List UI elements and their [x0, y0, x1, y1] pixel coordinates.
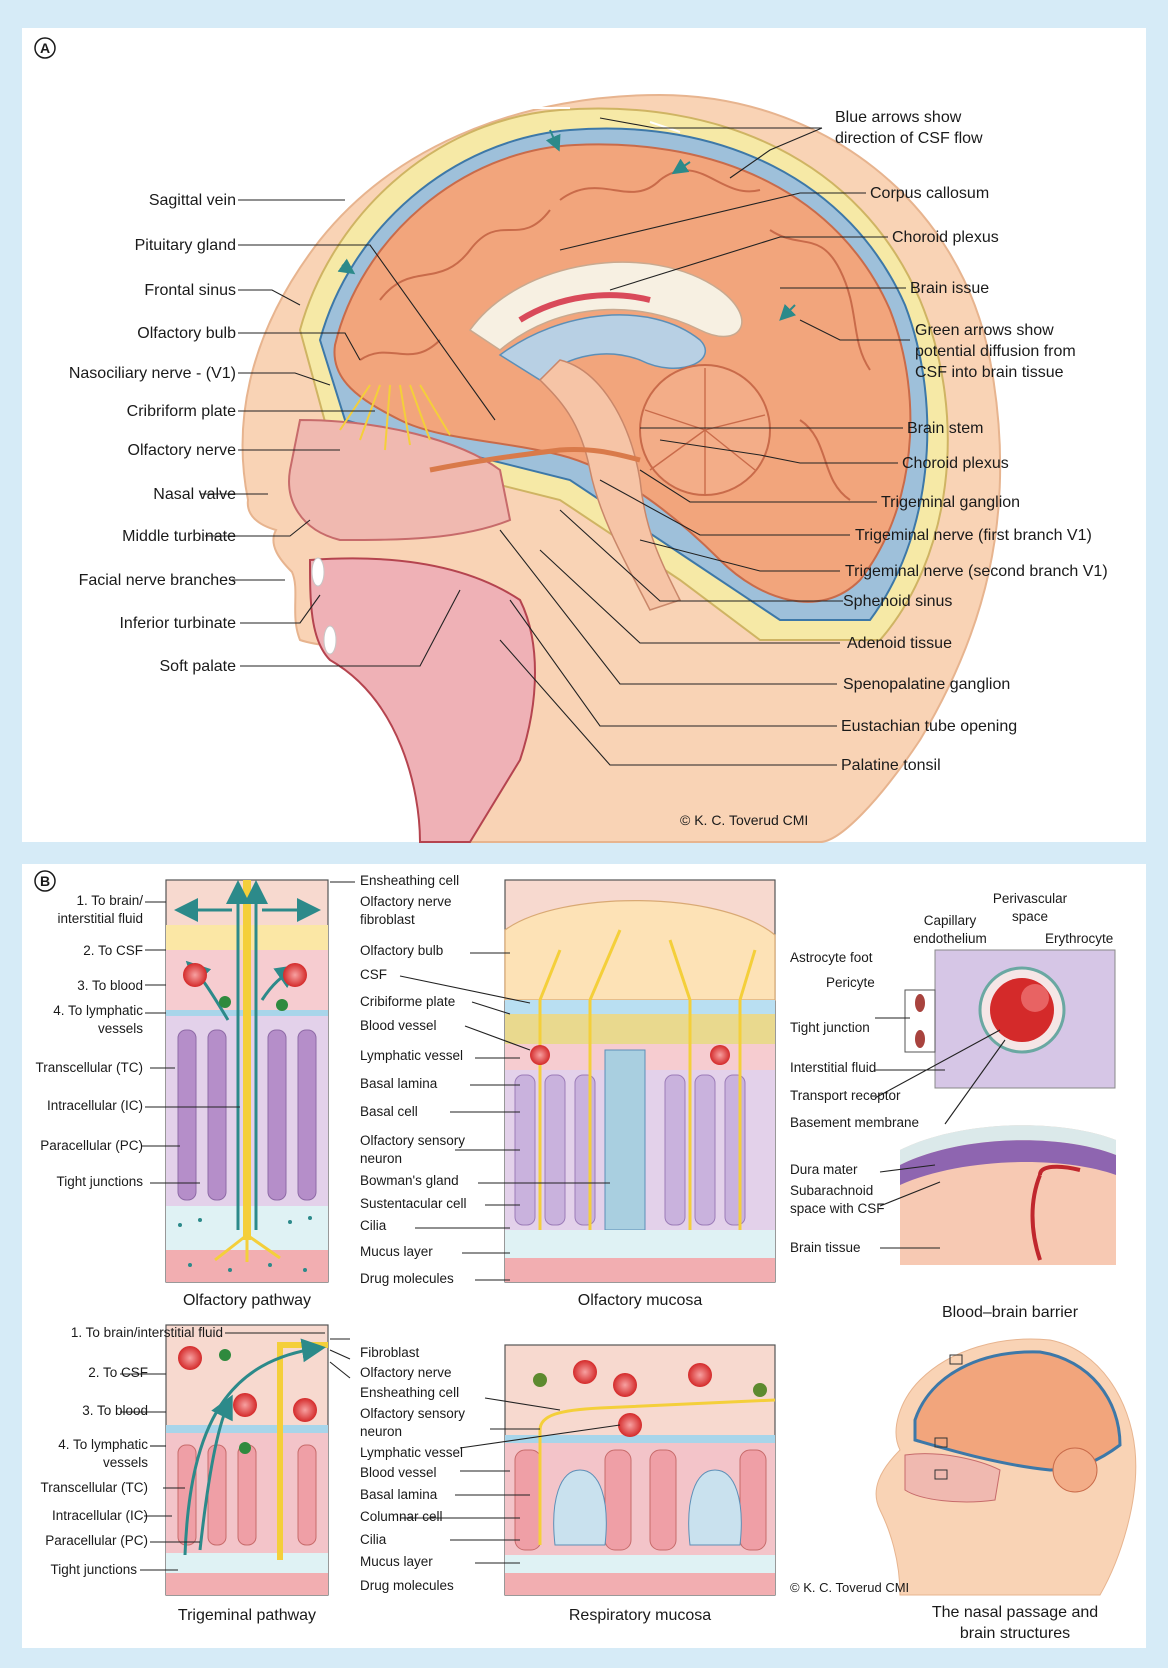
label-a-sphenoid-sinus: Sphenoid sinus	[843, 593, 952, 610]
caption-olfactory-pathway: Olfactory pathway	[183, 1292, 311, 1309]
label-a-trigeminal-nerve-first-branch-v1: Trigeminal nerve (first branch V1)	[855, 527, 1092, 544]
label-bbb-pericyte: Pericyte	[826, 975, 875, 990]
label-olf-mid-cribiforme-plate: Cribiforme plate	[360, 994, 455, 1009]
respiratory-mucosa-diagram	[505, 1345, 775, 1595]
label-a-nasal-valve: Nasal valve	[153, 486, 236, 503]
label-bbb-astrocyte-foot: Astrocyte foot	[790, 950, 873, 965]
label-a-palatine-tonsil: Palatine tonsil	[841, 757, 941, 774]
label-a-nasociliary-nerve-v1: Nasociliary nerve - (V1)	[69, 365, 236, 382]
label-olf-left-intracellular-ic: Intracellular (IC)	[47, 1098, 143, 1113]
label-resp-mid-cilia: Cilia	[360, 1532, 387, 1547]
label-a-choroid-plexus: Choroid plexus	[902, 455, 1009, 472]
label-trig-left-transcellular-tc: Transcellular (TC)	[40, 1480, 148, 1495]
label-olf-mid-sustentacular-cell: Sustentacular cell	[360, 1196, 467, 1211]
label-a-olfactory-bulb: Olfactory bulb	[137, 325, 236, 342]
label-a-trigeminal-nerve-second-branch-v1: Trigeminal nerve (second branch V1)	[845, 563, 1108, 580]
label-olf-mid-drug-molecules: Drug molecules	[360, 1271, 454, 1286]
panel-a-letter-text: A	[40, 40, 50, 56]
label-trig-left-tight-junctions: Tight junctions	[50, 1562, 137, 1577]
trigeminal-pathway-diagram	[166, 1325, 328, 1595]
label-olf-mid-mucus-layer: Mucus layer	[360, 1244, 433, 1259]
label-olf-mid-basal-cell: Basal cell	[360, 1104, 418, 1119]
caption-blood-brain-barrier: Blood–brain barrier	[942, 1304, 1079, 1321]
label-bbb-interstitial-fluid: Interstitial fluid	[790, 1060, 876, 1075]
label-resp-mid-mucus-layer: Mucus layer	[360, 1554, 433, 1569]
label-olf-mid-blood-vessel: Blood vessel	[360, 1018, 437, 1033]
label-olf-mid-cilia: Cilia	[360, 1218, 387, 1233]
label-a-spenopalatine-ganglion: Spenopalatine ganglion	[843, 676, 1010, 693]
label-a-middle-turbinate: Middle turbinate	[122, 528, 236, 545]
label-resp-mid-lymphatic-vessel: Lymphatic vessel	[360, 1445, 463, 1460]
label-resp-mid-fibroblast: Fibroblast	[360, 1345, 420, 1360]
label-trig-left-1-to-brain-interstitial-fluid: 1. To brain/interstitial fluid	[71, 1325, 223, 1340]
label-bbb-brain-tissue: Brain tissue	[790, 1240, 861, 1255]
label-a-soft-palate: Soft palate	[160, 658, 237, 675]
label-olf-mid-olfactory-bulb: Olfactory bulb	[360, 943, 443, 958]
label-a-frontal-sinus: Frontal sinus	[144, 282, 236, 299]
label-a-brain-stem: Brain stem	[907, 420, 983, 437]
label-olf-left-paracellular-pc: Paracellular (PC)	[40, 1138, 143, 1153]
label-trig-left-intracellular-ic: Intracellular (IC)	[52, 1508, 148, 1523]
label-bbb-transport-receptor: Transport receptor	[790, 1088, 901, 1103]
caption-olfactory-mucosa: Olfactory mucosa	[578, 1292, 703, 1309]
label-resp-mid-columnar-cell: Columnar cell	[360, 1509, 443, 1524]
label-trig-left-3-to-blood: 3. To blood	[82, 1403, 148, 1418]
label-resp-mid-blood-vessel: Blood vessel	[360, 1465, 437, 1480]
panel-b-copyright: © K. C. Toverud CMI	[790, 1580, 909, 1595]
label-trig-left-paracellular-pc: Paracellular (PC)	[45, 1533, 148, 1548]
label-resp-mid-olfactory-nerve: Olfactory nerve	[360, 1365, 452, 1380]
label-olf-mid-bowman-s-gland: Bowman's gland	[360, 1173, 459, 1188]
olfactory-mucosa-diagram	[505, 880, 775, 1282]
label-a-corpus-callosum: Corpus callosum	[870, 185, 989, 202]
label-a-pituitary-gland: Pituitary gland	[135, 237, 236, 254]
label-olf-mid-lymphatic-vessel: Lymphatic vessel	[360, 1048, 463, 1063]
label-resp-mid-drug-molecules: Drug molecules	[360, 1578, 454, 1593]
label-a-trigeminal-ganglion: Trigeminal ganglion	[881, 494, 1020, 511]
label-a-choroid-plexus: Choroid plexus	[892, 229, 999, 246]
caption-respiratory-mucosa: Respiratory mucosa	[569, 1607, 711, 1624]
panel-b-letter-text: B	[40, 873, 50, 889]
panel-a-copyright: © K. C. Toverud CMI	[680, 812, 808, 828]
label-a-sagittal-vein: Sagittal vein	[149, 192, 236, 209]
label-a-brain-issue: Brain issue	[910, 280, 989, 297]
label-a-facial-nerve-branches: Facial nerve branches	[79, 572, 236, 589]
label-bbb-dura-mater: Dura mater	[790, 1162, 858, 1177]
label-olf-left-tight-junctions: Tight junctions	[56, 1174, 143, 1189]
label-trig-left-2-to-csf: 2. To CSF	[88, 1365, 148, 1380]
label-olf-mid-ensheathing-cell: Ensheathing cell	[360, 873, 459, 888]
label-olf-left-2-to-csf: 2. To CSF	[83, 943, 143, 958]
label-a-olfactory-nerve: Olfactory nerve	[128, 442, 237, 459]
label-bbb-tight-junction: Tight junction	[790, 1020, 870, 1035]
label-resp-mid-basal-lamina: Basal lamina	[360, 1487, 438, 1502]
label-a-eustachian-tube-opening: Eustachian tube opening	[841, 718, 1017, 735]
caption-trigeminal-pathway: Trigeminal pathway	[178, 1607, 316, 1624]
label-olf-left-3-to-blood: 3. To blood	[77, 978, 143, 993]
label-a-adenoid-tissue: Adenoid tissue	[847, 635, 952, 652]
label-olf-left-transcellular-tc: Transcellular (TC)	[35, 1060, 143, 1075]
label-olf-mid-csf: CSF	[360, 967, 387, 982]
label-bbb-erythrocyte: Erythrocyte	[1045, 931, 1113, 946]
label-olf-mid-basal-lamina: Basal lamina	[360, 1076, 438, 1091]
label-resp-mid-ensheathing-cell: Ensheathing cell	[360, 1385, 459, 1400]
label-a-inferior-turbinate: Inferior turbinate	[119, 615, 236, 632]
label-a-cribriform-plate: Cribriform plate	[127, 403, 236, 420]
olfactory-pathway-diagram	[166, 880, 328, 1282]
label-bbb-basement-membrane: Basement membrane	[790, 1115, 919, 1130]
